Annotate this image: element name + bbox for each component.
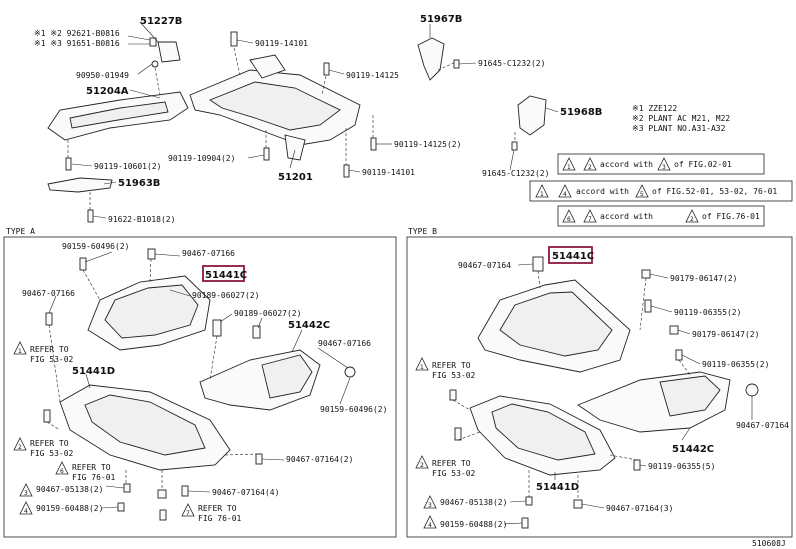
a-51442C: 51442C — [288, 320, 330, 331]
highlight-51441C-type-b[interactable] — [548, 246, 593, 264]
svg-text:2: 2 — [588, 164, 592, 171]
label-90119-10601: 90119-10601(2) — [94, 162, 161, 171]
b-refer-53-1: REFER TO — [432, 361, 471, 370]
a-90467-07164-2: 90467-07164(2) — [286, 455, 353, 464]
a-90189-06027: 90189-06027(2) — [192, 291, 259, 300]
a-90467-07166-c: 90467-07166 — [318, 339, 371, 348]
svg-text:7: 7 — [186, 510, 190, 517]
diagram-id: 510608J — [752, 539, 786, 548]
a-90467-07166-b: 90467-07166 — [22, 289, 75, 298]
svg-text:1: 1 — [420, 364, 424, 371]
a-90159-60488: 90159-60488(2) — [36, 504, 103, 513]
b-51441D: 51441D — [536, 482, 579, 493]
a-refer-76-1: REFER TO — [72, 463, 111, 472]
label-51204A: 51204A — [86, 86, 129, 97]
svg-text:6: 6 — [567, 216, 571, 223]
svg-text:4: 4 — [428, 522, 432, 529]
reference-3-fig: of FIG.76-01 — [702, 212, 760, 221]
svg-text:1: 1 — [567, 164, 571, 171]
b-90119-06355-a: 90119-06355(2) — [674, 308, 741, 317]
a-90189-06027-b: 90189-06027(2) — [234, 309, 301, 318]
b-90179-06147-a: 90179-06147(2) — [670, 274, 737, 283]
a-refer-76-2b: FIG 76-01 — [198, 514, 242, 523]
label-51968B: 51968B — [560, 107, 602, 118]
label-91622: 91622-B1018(2) — [108, 215, 175, 224]
a-refer-53-1: REFER TO — [30, 345, 69, 354]
label-51967B: 51967B — [420, 14, 462, 25]
label-51963B: 51963B — [118, 178, 160, 189]
b-90467-07164: 90467-07164 — [458, 261, 511, 270]
label-91651: ※1 ※3 91651-B0816 — [34, 39, 120, 48]
label-90119-14101-b: 90119-14101 — [362, 168, 415, 177]
label-92621: ※1 ※2 92621-B0816 — [34, 29, 120, 38]
a-refer-53-2: REFER TO — [30, 439, 69, 448]
type-a-panel: TYPE A — [3, 227, 397, 538]
svg-text:4: 4 — [24, 508, 28, 515]
label-51227B: 51227B — [140, 16, 182, 27]
a-90159-60496: 90159-60496(2) — [62, 242, 129, 251]
svg-text:6: 6 — [60, 468, 64, 475]
label-91645-a: 91645-C1232(2) — [478, 59, 545, 68]
label-90950: 90950-01949 — [76, 71, 129, 80]
b-90119-06355-b: 90119-06355(2) — [702, 360, 769, 369]
a-90467-05138: 90467-05138(2) — [36, 485, 103, 494]
type-a-title: TYPE A — [6, 227, 35, 236]
a-refer-76-1b: FIG 76-01 — [72, 473, 116, 482]
svg-text:2: 2 — [690, 216, 694, 223]
svg-text:2: 2 — [420, 462, 424, 469]
b-90467-05138: 90467-05138(2) — [440, 498, 507, 507]
reference-3-text: accord with — [600, 212, 653, 221]
a-refer-53-1b: FIG 53-02 — [30, 355, 74, 364]
reference-2-fig: of FIG.52-01, 53-02, 76-01 — [652, 187, 777, 196]
reference-1-text: accord with — [600, 160, 653, 169]
b-51442C: 51442C — [672, 444, 714, 455]
reference-box-3[interactable]: 6 7 accord with 2 of FIG.76-01 — [557, 205, 765, 227]
b-90119-06355-c: 90119-06355(5) — [648, 462, 715, 471]
svg-text:3: 3 — [24, 490, 28, 497]
a-90467-07166-a: 90467-07166 — [182, 249, 235, 258]
top-leaders — [67, 21, 559, 219]
svg-text:2: 2 — [18, 444, 22, 451]
svg-text:3: 3 — [662, 164, 666, 171]
reference-box-1[interactable]: 1 2 accord with 3 of FIG.02-01 — [557, 153, 765, 175]
highlight-51441C-type-a[interactable] — [202, 265, 245, 282]
type-b-panel: TYPE B — [406, 227, 793, 538]
a-51441C: 51441C — [205, 270, 247, 281]
label-90119-14125-2: 90119-14125(2) — [394, 140, 461, 149]
svg-text:5: 5 — [640, 191, 644, 198]
svg-text:3: 3 — [428, 502, 432, 509]
b-refer-53-1b: FIG 53-02 — [432, 371, 476, 380]
reference-box-2[interactable]: 1 4 accord with 5 of FIG.52-01, 53-02, 7… — [529, 180, 793, 202]
b-90467-07164-c: 90467-07164(3) — [606, 504, 673, 513]
label-51201: 51201 — [278, 172, 313, 183]
a-90467-07164-4: 90467-07164(4) — [212, 488, 279, 497]
top-fasteners — [65, 31, 518, 223]
b-90179-06147-b: 90179-06147(2) — [692, 330, 759, 339]
svg-text:7: 7 — [588, 216, 592, 223]
type-b-title: TYPE B — [408, 227, 437, 236]
b-51441C: 51441C — [552, 251, 594, 262]
label-91645-b: 91645-C1232(2) — [482, 169, 549, 178]
label-90119-14125: 90119-14125 — [346, 71, 399, 80]
b-90159-60488: 90159-60488(2) — [440, 520, 507, 529]
svg-text:1: 1 — [18, 348, 22, 355]
note-3: ※3 PLANT NO.A31-A32 — [632, 124, 726, 133]
a-90159-60496-b: 90159-60496(2) — [320, 405, 387, 414]
a-51441D: 51441D — [72, 366, 115, 377]
label-90119-14101-a: 90119-14101 — [255, 39, 308, 48]
label-90119-10904: 90119-10904(2) — [168, 154, 235, 163]
reference-2-text: accord with — [576, 187, 629, 196]
a-refer-53-2b: FIG 53-02 — [30, 449, 74, 458]
svg-text:1: 1 — [540, 191, 544, 198]
b-refer-53-2: REFER TO — [432, 459, 471, 468]
reference-1-fig: of FIG.02-01 — [674, 160, 732, 169]
svg-text:4: 4 — [563, 191, 567, 198]
note-2: ※2 PLANT AC M21, M22 — [632, 114, 730, 123]
a-refer-76-2: REFER TO — [198, 504, 237, 513]
rear-crossmember-assembly — [47, 37, 547, 193]
b-refer-53-2b: FIG 53-02 — [432, 469, 476, 478]
note-1: ※1 ZZE122 — [632, 104, 677, 113]
b-90467-07164-b: 90467-07164 — [736, 421, 789, 430]
